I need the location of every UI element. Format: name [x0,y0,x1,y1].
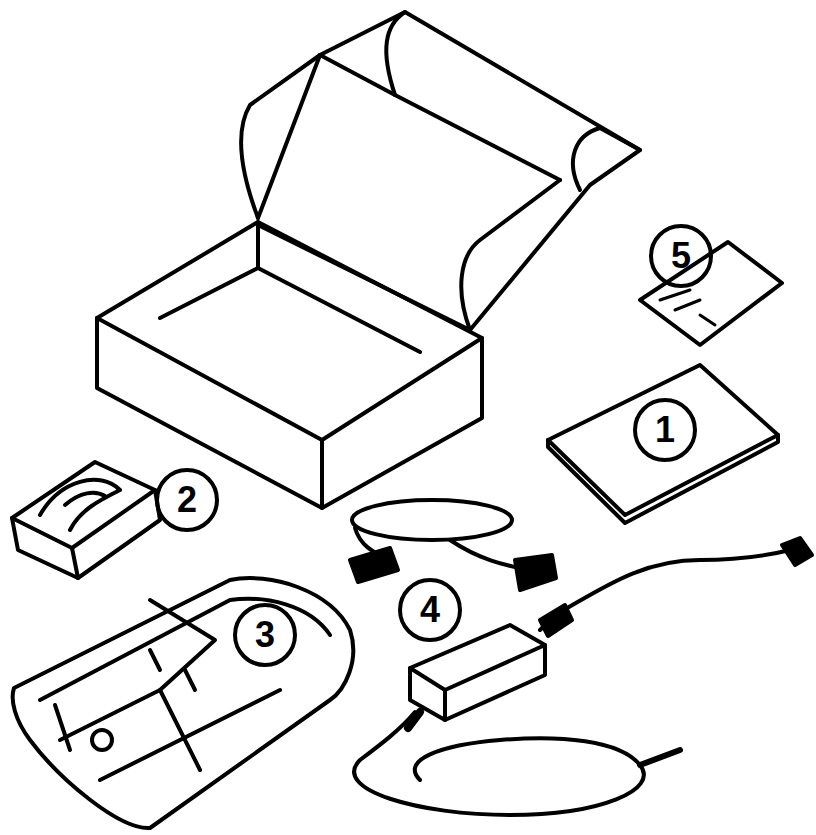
callout-circle [157,470,217,530]
callout-number: 1 [637,402,693,458]
box-lid [241,12,640,330]
power-adapter [354,538,812,815]
callout-circle [400,580,460,640]
data-cable [350,500,556,590]
open-box [97,222,482,508]
callout-number: 5 [653,228,709,284]
docking-cradle [13,578,354,828]
callout-number: 2 [159,472,215,528]
manual [548,365,778,523]
callout-circles [157,226,711,665]
callout-circle [651,226,711,286]
callout-number: 3 [237,607,293,663]
handheld-device [12,462,160,578]
callout-circle [635,400,695,460]
callout-circle [235,605,295,665]
callout-number: 4 [402,582,458,638]
